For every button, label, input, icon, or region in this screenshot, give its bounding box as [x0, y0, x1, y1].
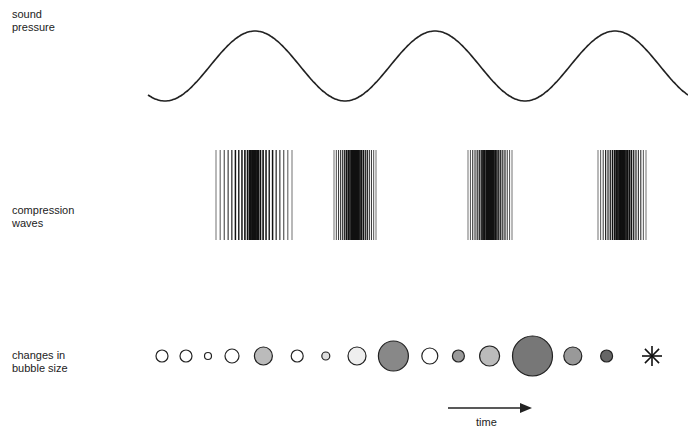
bubbles: [156, 336, 662, 376]
arrow-head: [520, 403, 532, 413]
time-arrow: [448, 407, 522, 408]
axis-label: changes in bubble size: [12, 349, 92, 375]
compression-bands: [216, 150, 646, 240]
axis-label: compression waves: [12, 204, 92, 230]
pressure-wave: [148, 31, 688, 101]
axis-label: sound pressure: [12, 8, 82, 34]
axis-label: time: [476, 416, 536, 429]
